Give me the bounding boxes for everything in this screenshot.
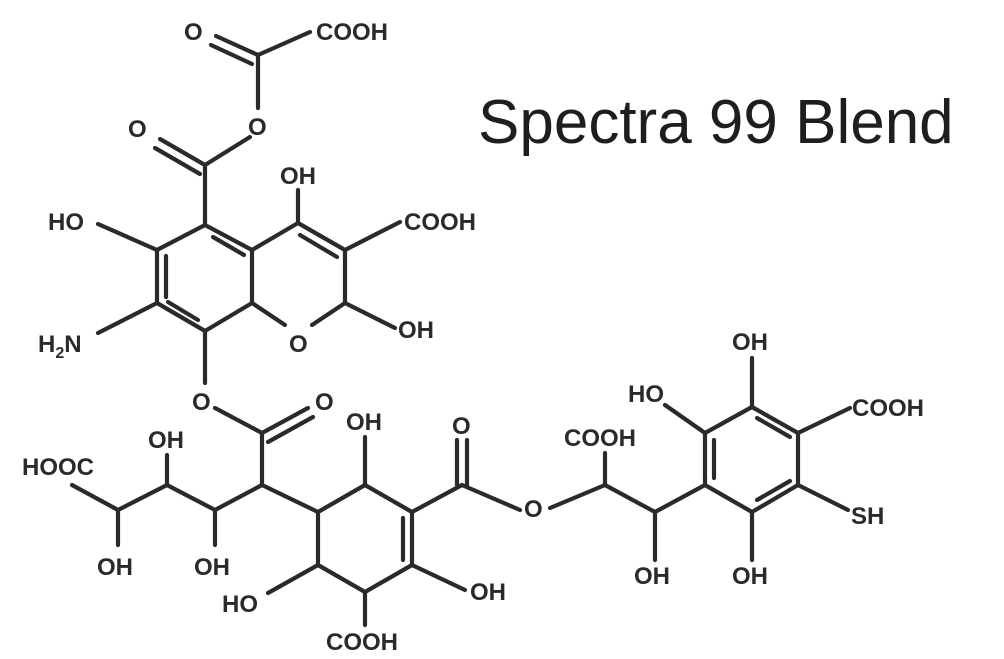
bond-oh-to-pyran-right (342, 300, 398, 331)
bond-pyran-2 (295, 220, 348, 253)
bond-keto-acid-c-cooh (255, 29, 313, 58)
bond-chain-3 (115, 482, 170, 513)
bond-keto-double-a (213, 33, 261, 58)
bond-pyran-4 (309, 300, 348, 328)
label-cooh-hex-bottom: COOH (326, 629, 398, 656)
diagram-title: Spectra 99 Blend (478, 88, 954, 157)
bond-chain-to-hex (259, 482, 321, 515)
bond-benz-sh (795, 482, 851, 513)
label-oh-benz-bottom: OH (732, 563, 768, 590)
bond-hex-ho-left (265, 562, 321, 596)
bond-benzene-ring-left (154, 222, 255, 334)
bond-hex-to-carbonyl-3 (409, 482, 465, 515)
bond-carbonyl-double-b (152, 145, 203, 177)
bond-ester-o-to-carbonyl (202, 134, 253, 168)
label-cooh-ring: COOH (404, 209, 476, 236)
bond-benzene-inner-3 (165, 299, 201, 323)
bond-linker-o-to-carbonyl (212, 405, 265, 436)
label-oh-benz-top: OH (732, 329, 768, 356)
label-o-linker: O (192, 389, 211, 416)
bond-cooh-to-pyran (342, 219, 403, 253)
bond-carbonyl-2-double-a (259, 405, 311, 436)
label-o-carbonyl-2: O (315, 389, 334, 416)
bond-benz-inner-2 (754, 415, 793, 440)
atom-labels: COOH O O O OH COOH HO H2N O OH O O HOOC … (22, 19, 924, 656)
label-o-carbonyl-3: O (452, 413, 471, 440)
bond-carbonyl-double-a (157, 136, 208, 168)
label-oh-ring-right: OH (398, 317, 434, 344)
label-h2n-sub: 2 (55, 345, 64, 362)
label-oh-hex-top: OH (346, 409, 382, 436)
label-hooc-left: HOOC (22, 454, 94, 481)
bond-hex-oh-right (409, 562, 468, 593)
label-ho-left: HO (48, 209, 84, 236)
label-cooh-benz: COOH (852, 395, 924, 422)
label-oh-hex-right: OH (470, 579, 506, 606)
bond-chain-2 (164, 482, 218, 513)
bond-benzene-inner-1 (210, 234, 247, 258)
label-oh-chain-bottom-2: OH (194, 554, 230, 581)
bond-side-to-choh (602, 482, 658, 515)
bond-side-to-benzene (652, 482, 708, 515)
bond-keto-double-b (208, 42, 255, 67)
bond-chain-4 (69, 482, 121, 513)
bond-pyran-1 (249, 220, 301, 253)
bond-benz-inner-3 (754, 478, 793, 503)
label-h2n-h: H (38, 331, 55, 358)
label-ho-hex-left: HO (222, 591, 258, 618)
label-oh-side-bottom: OH (634, 563, 670, 590)
bond-benz-ho (662, 402, 708, 436)
label-cooh-top: COOH (316, 19, 388, 46)
label-ho-benz: HO (628, 381, 664, 408)
bond-cyclohexene-ring (315, 482, 415, 595)
bond-benz-cooh (795, 405, 853, 436)
label-h2n-n: N (64, 331, 81, 358)
bond-chain-1 (212, 482, 265, 513)
bond-ester-o-to-side (547, 482, 608, 511)
label-o-ester-2: O (524, 496, 543, 523)
label-cooh-side: COOH (564, 425, 636, 452)
bond-carbonyl-3-to-ester-o (459, 482, 523, 513)
bond-pyran-2-inner (297, 232, 340, 260)
label-oh-chain-bottom-1: OH (97, 554, 133, 581)
bond-ho-to-ring (95, 221, 160, 253)
bonds (69, 29, 853, 628)
label-sh-benz: SH (851, 503, 884, 530)
bond-benzene-ring-right (702, 404, 801, 515)
bond-pyran-5 (249, 300, 288, 328)
label-o-keto-top: O (184, 19, 203, 46)
bond-carbonyl-2-double-b (265, 414, 316, 445)
label-oh-ring-top: OH (280, 163, 316, 190)
label-h2n: H2N (38, 331, 82, 362)
bond-h2n-to-ring (95, 300, 160, 336)
label-o-carbonyl-1: O (128, 116, 147, 143)
label-o-ester-1: O (248, 114, 267, 141)
label-o-ring: O (289, 331, 308, 358)
label-oh-chain-top: OH (148, 427, 184, 454)
